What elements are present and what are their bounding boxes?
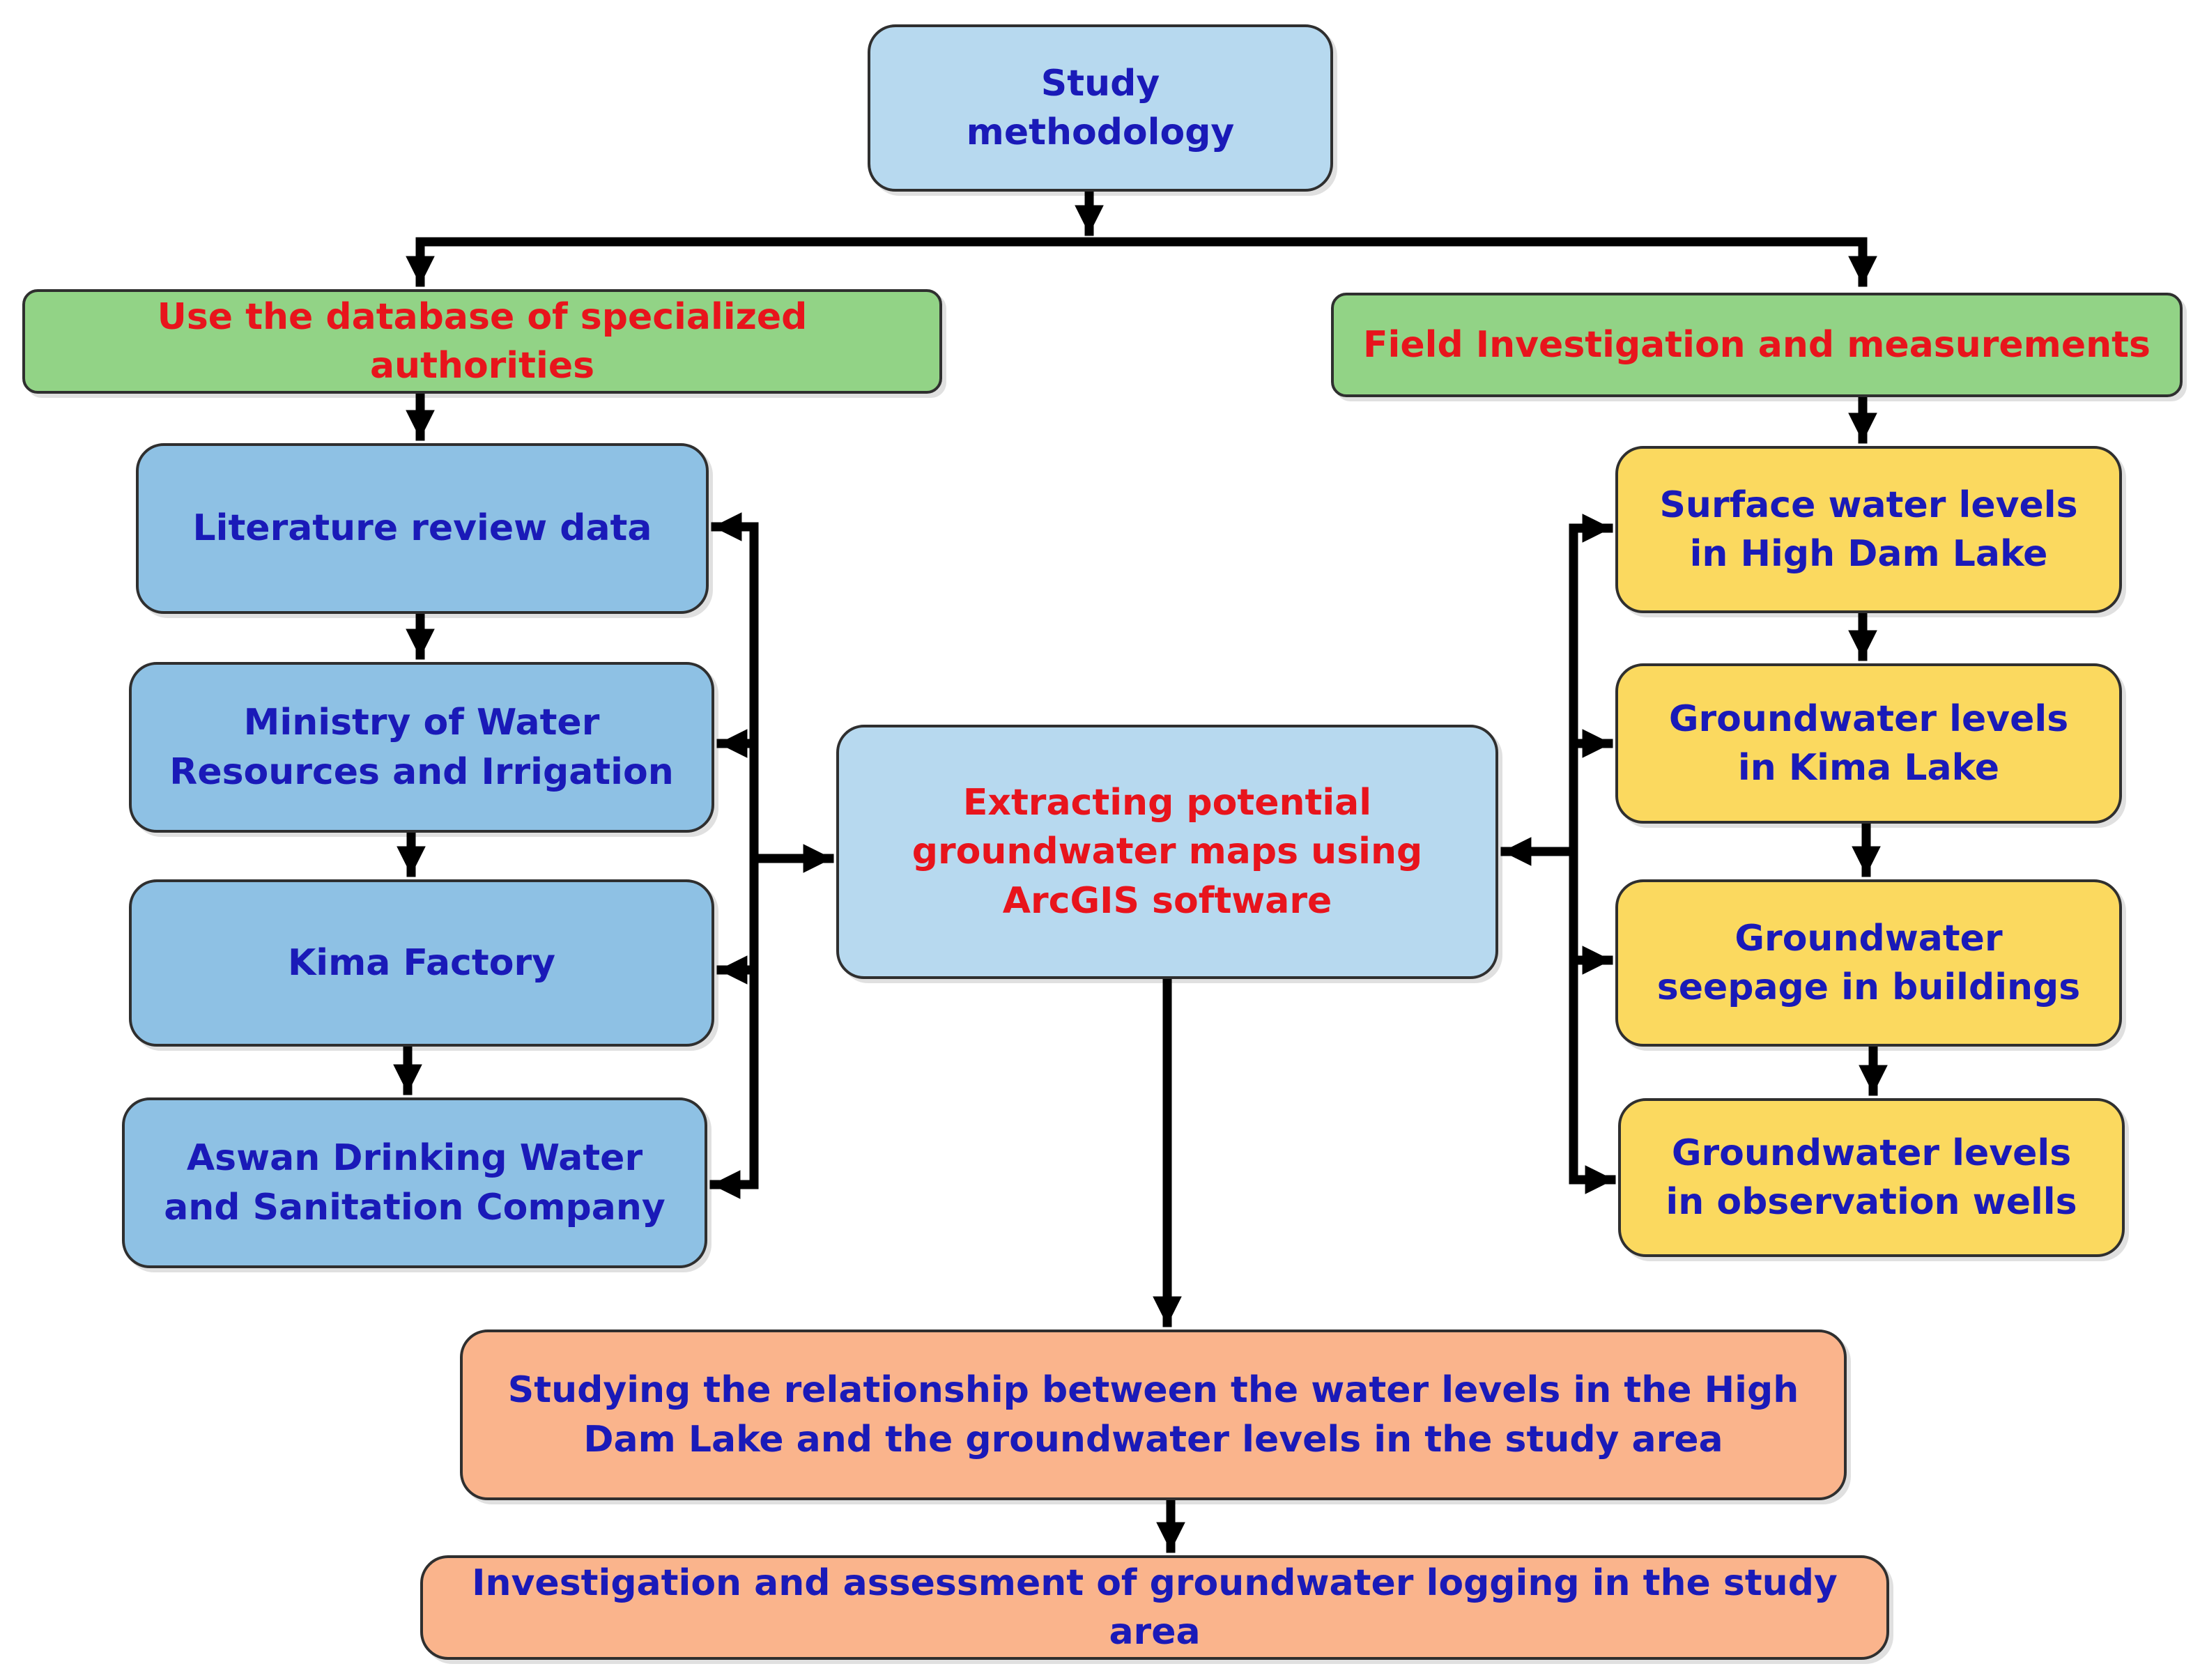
seepage-text: Groundwater seepage in buildings: [1657, 914, 2080, 1012]
field-branch-label: Field Investigation and measurements: [1363, 323, 2151, 366]
literature-review-text: Literature review data: [192, 504, 652, 553]
literature-review-box: Literature review data: [136, 443, 709, 614]
kima-factory-text: Kima Factory: [288, 939, 555, 987]
aswan-company-text: Aswan Drinking Water and Sanitation Comp…: [164, 1134, 666, 1231]
groundwater-kima-text: Groundwater levels in Kima Lake: [1669, 695, 2068, 792]
study-methodology-text: Study methodology: [967, 59, 1235, 157]
investigation-label: Investigation and assessment of groundwa…: [472, 1562, 1838, 1653]
text-line: ArcGIS software: [1002, 879, 1332, 922]
text-line: in High Dam Lake: [1689, 533, 2048, 575]
seepage-box: Groundwater seepage in buildings: [1615, 879, 2122, 1047]
text-line: Literature review data: [192, 507, 652, 550]
observation-wells-text: Groundwater levels in observation wells: [1666, 1129, 2077, 1226]
database-branch-label: Use the database of specialized authorit…: [157, 295, 808, 387]
ministry-box: Ministry of Water Resources and Irrigati…: [129, 662, 714, 833]
field-branch-box: Field Investigation and measurements: [1331, 293, 2183, 397]
text-line: groundwater maps using: [911, 831, 1423, 873]
text-line: and Sanitation Company: [164, 1186, 666, 1228]
kima-factory-box: Kima Factory: [129, 879, 714, 1047]
text-line: Groundwater levels: [1668, 698, 2069, 740]
text-line: in observation wells: [1666, 1181, 2077, 1223]
text-line: seepage in buildings: [1656, 966, 2081, 1008]
aswan-company-box: Aswan Drinking Water and Sanitation Comp…: [122, 1097, 707, 1268]
text-line: Kima Factory: [287, 941, 555, 984]
surface-water-text: Surface water levels in High Dam Lake: [1659, 481, 2077, 578]
surface-water-box: Surface water levels in High Dam Lake: [1615, 446, 2122, 613]
text-line: Surface water levels: [1659, 484, 2078, 526]
split-bar: [415, 237, 1877, 287]
ministry-text: Ministry of Water Resources and Irrigati…: [169, 698, 673, 796]
text-line: Extracting potential: [962, 782, 1372, 824]
text-line: Studying the relationship between the wa…: [507, 1369, 1799, 1412]
relationship-box: Studying the relationship between the wa…: [460, 1330, 1847, 1500]
text-line: in Kima Lake: [1737, 747, 2000, 789]
text-line: methodology: [966, 111, 1235, 153]
relationship-text: Studying the relationship between the wa…: [508, 1366, 1799, 1463]
groundwater-kima-box: Groundwater levels in Kima Lake: [1615, 663, 2122, 824]
investigation-box: Investigation and assessment of groundwa…: [420, 1555, 1889, 1660]
database-branch-box: Use the database of specialized authorit…: [22, 289, 942, 394]
text-line: Ministry of Water: [243, 702, 600, 744]
extracting-maps-box: Extracting potential groundwater maps us…: [836, 725, 1498, 979]
text-line: Study: [1040, 62, 1160, 105]
text-line: Aswan Drinking Water: [186, 1137, 643, 1180]
text-line: Dam Lake and the groundwater levels in t…: [583, 1418, 1723, 1461]
extracting-maps-text: Extracting potential groundwater maps us…: [912, 778, 1422, 925]
text-line: Groundwater levels: [1671, 1132, 2072, 1174]
text-line: Resources and Irrigation: [169, 750, 674, 793]
text-line: Groundwater: [1734, 917, 2003, 960]
observation-wells-box: Groundwater levels in observation wells: [1618, 1098, 2125, 1257]
study-methodology-box: Study methodology: [868, 24, 1333, 192]
